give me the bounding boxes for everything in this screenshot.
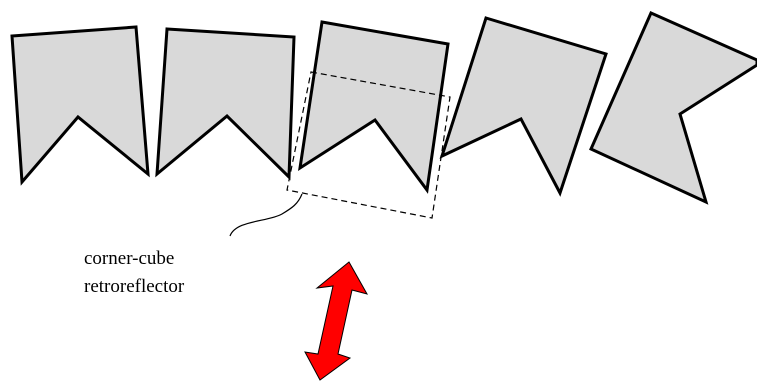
annotation-line-2: retroreflector <box>84 276 185 297</box>
leader-line <box>229 193 303 237</box>
corner-cube-element <box>298 20 450 194</box>
corner-cube-element <box>155 27 296 181</box>
corner-cube-elements <box>10 11 757 205</box>
annotation-label: corner-cube retroreflector <box>84 248 185 297</box>
annotation-line-1: corner-cube <box>84 248 174 269</box>
motion-arrow <box>304 261 369 381</box>
highlight-dashed-box <box>286 71 451 219</box>
corner-cube-element <box>10 25 150 186</box>
corner-cube-element <box>589 11 757 205</box>
corner-cube-element <box>439 16 608 197</box>
